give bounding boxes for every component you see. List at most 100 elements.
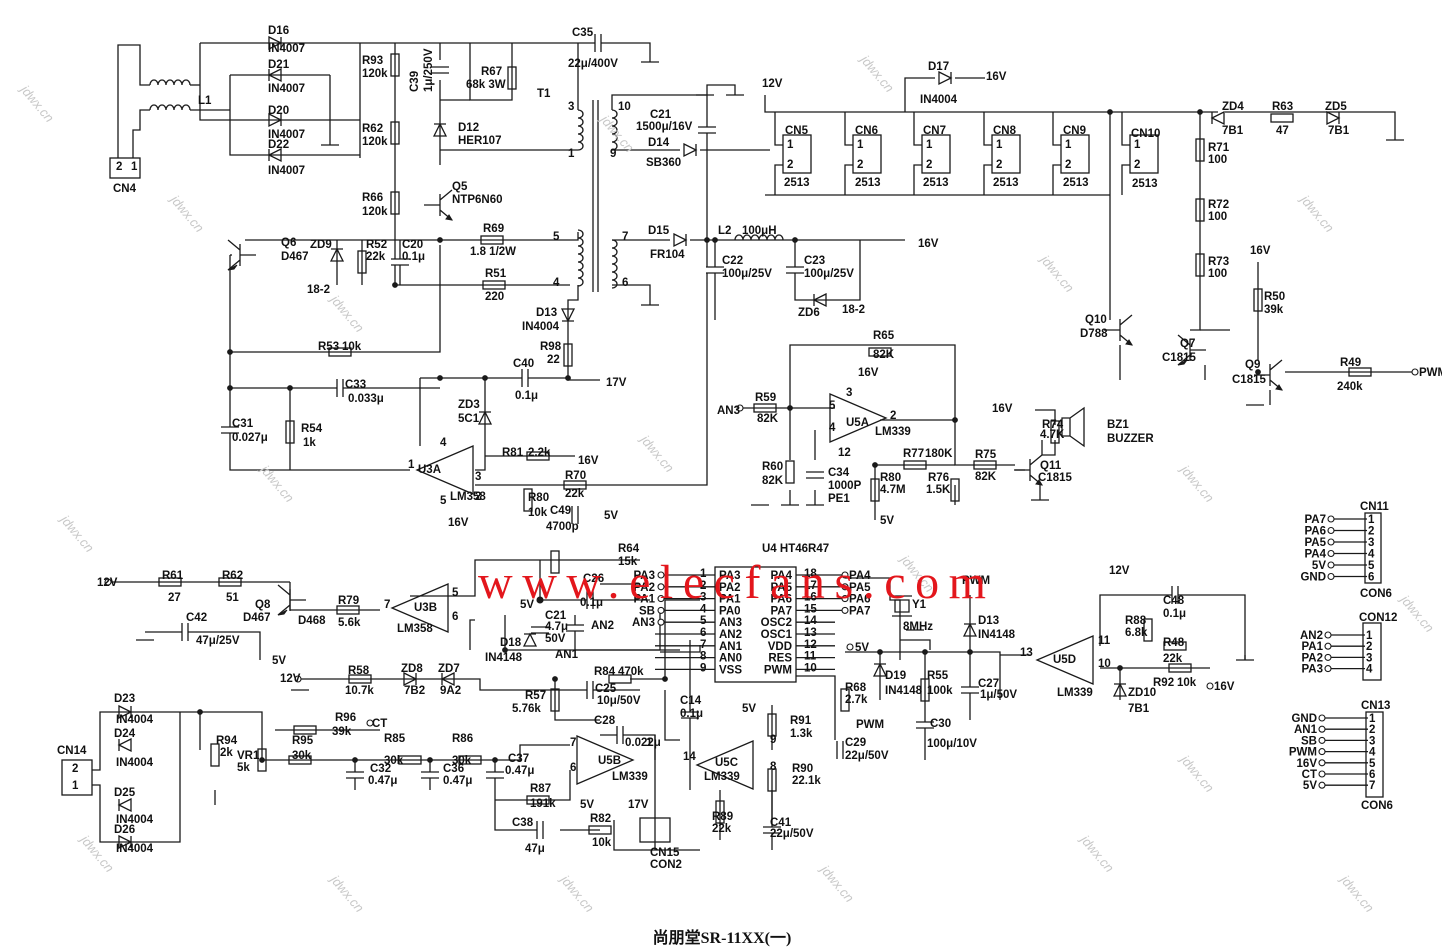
resistor-symbol — [767, 713, 777, 737]
resistor-symbol — [1270, 113, 1294, 123]
wire — [844, 112, 853, 146]
resistor-symbol — [390, 191, 400, 215]
connector-pin-number: 5 — [1369, 758, 1376, 770]
c39-value-label: 1μ/250V — [423, 48, 435, 92]
resistor-symbol — [870, 478, 880, 502]
resistor-symbol — [1253, 288, 1263, 312]
capacitor-symbol — [431, 66, 449, 74]
connector-pin-number: 3 — [1366, 652, 1372, 664]
wire — [612, 284, 651, 305]
connector-signal-label: AN1 — [1294, 724, 1318, 736]
capacitor-symbol — [336, 379, 344, 397]
r80a-value-label: 10k — [528, 507, 548, 519]
cn6-connector — [852, 134, 882, 174]
terminal — [657, 583, 665, 591]
net-label: AN2 — [591, 620, 614, 632]
wire — [706, 84, 736, 95]
connector-pin-number: 1 — [1065, 139, 1072, 151]
cn15-value-label: CON2 — [650, 859, 682, 871]
c28-value-label: 0.022μ — [625, 737, 661, 749]
wire — [229, 75, 360, 156]
connector-signal-label: PWM — [1289, 747, 1317, 759]
cn11-type-label: CON6 — [1360, 588, 1392, 600]
r63-ref-label: R63 — [1272, 101, 1293, 113]
wire — [660, 645, 701, 653]
pin-number: 8 — [770, 761, 777, 773]
cap-plates — [763, 826, 781, 834]
r68-value-label: 2.7k — [845, 694, 868, 706]
junction-dot — [482, 375, 488, 381]
wire — [983, 112, 992, 146]
resistor-symbol — [785, 460, 795, 484]
u5a-value-label: LM339 — [875, 426, 911, 438]
cn9-value-label: 2513 — [1063, 177, 1089, 189]
c28-ref-label: C28 — [594, 715, 616, 727]
cap-plates — [531, 626, 549, 634]
crystal-y1 — [892, 595, 912, 617]
cn13-type-label: CON6 — [1361, 800, 1393, 812]
cap-gap — [595, 34, 601, 52]
wire — [789, 344, 956, 421]
c38-ref-label: C38 — [512, 817, 534, 829]
capacitor-symbol — [486, 771, 504, 779]
emitter-arrow — [1177, 359, 1188, 366]
d23-value-label: IN4004 — [116, 714, 154, 726]
cn4-ref-label: CN4 — [113, 183, 137, 195]
c14-value-label: 0.1μ — [680, 708, 703, 720]
u4-external-signal-left: PA1 — [633, 594, 655, 606]
r84-value-label: 470k — [618, 666, 644, 678]
transistor-symbol — [1254, 359, 1283, 391]
d20-ref-label: D20 — [268, 105, 289, 117]
terminal — [657, 606, 665, 614]
u4-pin-number-left: 6 — [700, 627, 706, 639]
r85-value-label: 30k — [384, 755, 404, 767]
pin-number: 10 — [1098, 658, 1111, 670]
resistor-symbol — [588, 825, 612, 835]
pin-number: 9 — [610, 148, 616, 160]
u4-external-signal-right: PA4 — [849, 570, 871, 582]
diode-symbol — [522, 632, 538, 647]
connector-pin-number: 1 — [996, 139, 1003, 151]
r60-value-label: 82K — [762, 475, 784, 487]
u4-external-signal-left: SB — [639, 605, 655, 617]
c21b-ref-label: C21 — [545, 610, 567, 622]
zd6-ref-label: ZD6 — [798, 307, 820, 319]
net-label: 16V — [1250, 245, 1271, 257]
c33-ref-label: C33 — [345, 379, 366, 391]
inductor-coil — [149, 79, 191, 86]
u4-pin-number-right: 18 — [804, 568, 817, 580]
c22-ref-label: C22 — [722, 255, 743, 267]
cap-plates — [836, 741, 844, 759]
l1-ref-label: L1 — [198, 95, 212, 107]
r85-ref-label: R85 — [384, 733, 406, 745]
connector-pin-number: 6 — [1368, 572, 1374, 584]
connector-pin-number: 2 — [926, 159, 932, 171]
resistor-symbol — [950, 478, 960, 502]
u5c-value-label: LM339 — [704, 771, 740, 783]
inductor-coil — [734, 234, 784, 241]
c42-ref-label: C42 — [186, 612, 207, 624]
u4-pin-number-left: 1 — [700, 568, 707, 580]
d18-value-label: IN4148 — [485, 652, 523, 664]
cn5-connector — [782, 134, 812, 174]
net-label: 12V — [97, 577, 118, 589]
r91-ref-label: R91 — [790, 715, 812, 727]
cn15-connector — [639, 817, 671, 843]
resistor-symbol — [753, 403, 777, 413]
r71-ref-label: R71 — [1208, 142, 1230, 154]
d19-value-label: IN4148 — [885, 685, 923, 697]
r87-ref-label: R87 — [530, 783, 551, 795]
cap-plates — [916, 721, 934, 729]
q9-value-label: C1815 — [1232, 374, 1266, 386]
zd8-ref-label: ZD8 — [401, 663, 423, 675]
terminal — [846, 643, 854, 651]
terminal — [1411, 368, 1419, 376]
cn13-ref-label: CN13 — [1361, 700, 1390, 712]
r67-value-label: 68k 3W — [466, 79, 506, 91]
junction-dot — [437, 375, 443, 381]
r58-value-label: 10.7k — [345, 685, 374, 697]
d13b-ref-label: D13 — [978, 615, 999, 627]
cn9-connector — [1060, 134, 1090, 174]
connector-pin-number: 2 — [1065, 159, 1071, 171]
d24-value-label: IN4004 — [116, 757, 154, 769]
